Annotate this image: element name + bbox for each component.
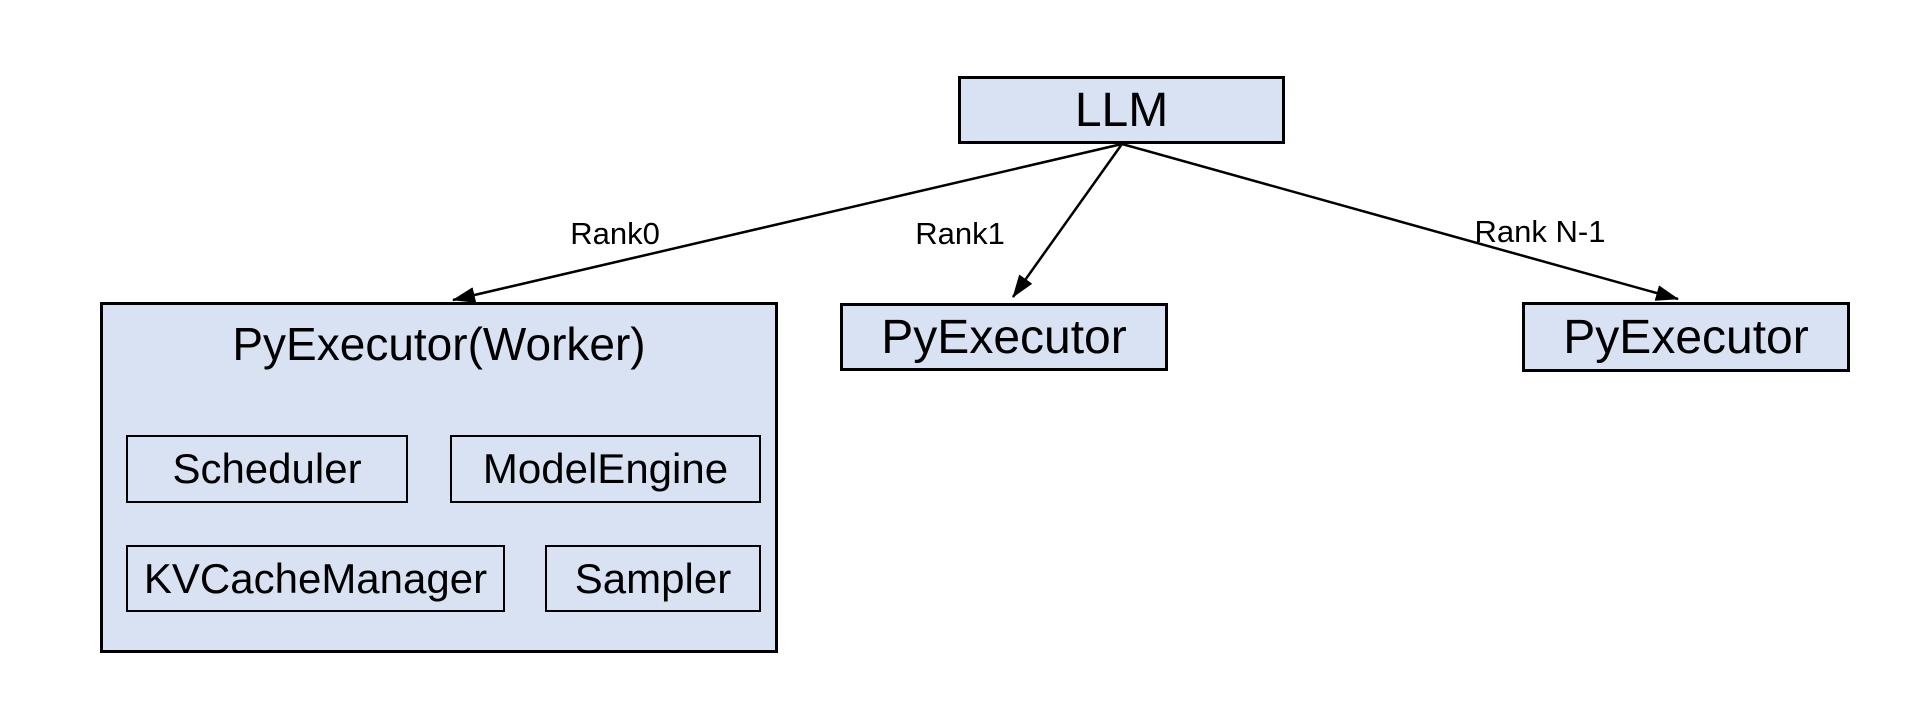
edge-label-rank-n: Rank N-1 [1474,214,1606,249]
kv-cache-manager-node-label: KVCacheManager [143,554,488,602]
scheduler-node: Scheduler [126,435,408,503]
edge-rank1-arrow [1011,143,1124,298]
py-executor-rank1-node: PyExecutor [840,303,1168,371]
edge-rank0-arrow [452,142,1123,303]
py-executor-worker-title: PyExecutor(Worker) [232,318,646,370]
py-executor-rank1-label: PyExecutor [881,310,1127,364]
llm-node-label: LLM [1074,83,1169,137]
model-engine-node-label: ModelEngine [482,445,729,492]
llm-node: LLM [958,76,1285,144]
py-executor-worker-node: PyExecutor(Worker) Scheduler ModelEngine… [100,302,778,653]
scheduler-node-label: Scheduler [172,445,362,492]
py-executor-rank-n-node: PyExecutor [1522,302,1850,372]
model-engine-node: ModelEngine [450,435,761,503]
py-executor-rank-n-label: PyExecutor [1563,310,1809,364]
edge-label-rank1: Rank1 [915,216,1005,251]
sampler-node-label: Sampler [574,554,732,602]
edge-label-rank0: Rank0 [570,216,660,251]
kv-cache-manager-node: KVCacheManager [126,545,505,612]
sampler-node: Sampler [545,545,761,612]
